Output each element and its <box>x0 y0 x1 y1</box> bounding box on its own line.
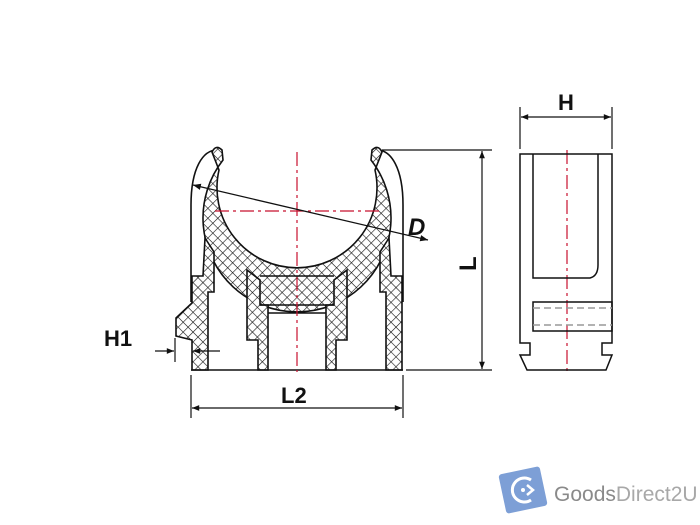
l2-label: L2 <box>281 383 307 408</box>
logo-text-light: Direct2U <box>616 483 698 506</box>
logo-text-bold: Goods <box>554 483 616 506</box>
length-label: L <box>455 256 482 271</box>
diameter-dimension <box>192 183 429 242</box>
length-dimension <box>382 149 492 371</box>
h-label: H <box>558 90 574 115</box>
h1-dimension <box>155 338 220 362</box>
l2-dimension <box>190 375 404 418</box>
left-outer-wall <box>175 235 215 371</box>
diameter-label: D <box>408 214 425 241</box>
right-outer-wall <box>379 235 403 371</box>
front-section-view <box>175 146 404 371</box>
svg-text:GoodsDirect2U: GoodsDirect2U <box>554 483 698 506</box>
side-view <box>518 153 614 371</box>
h-dimension <box>519 107 613 149</box>
goodsdirect2u-logo: GoodsDirect2U <box>498 466 698 514</box>
h1-label: H1 <box>104 326 132 351</box>
